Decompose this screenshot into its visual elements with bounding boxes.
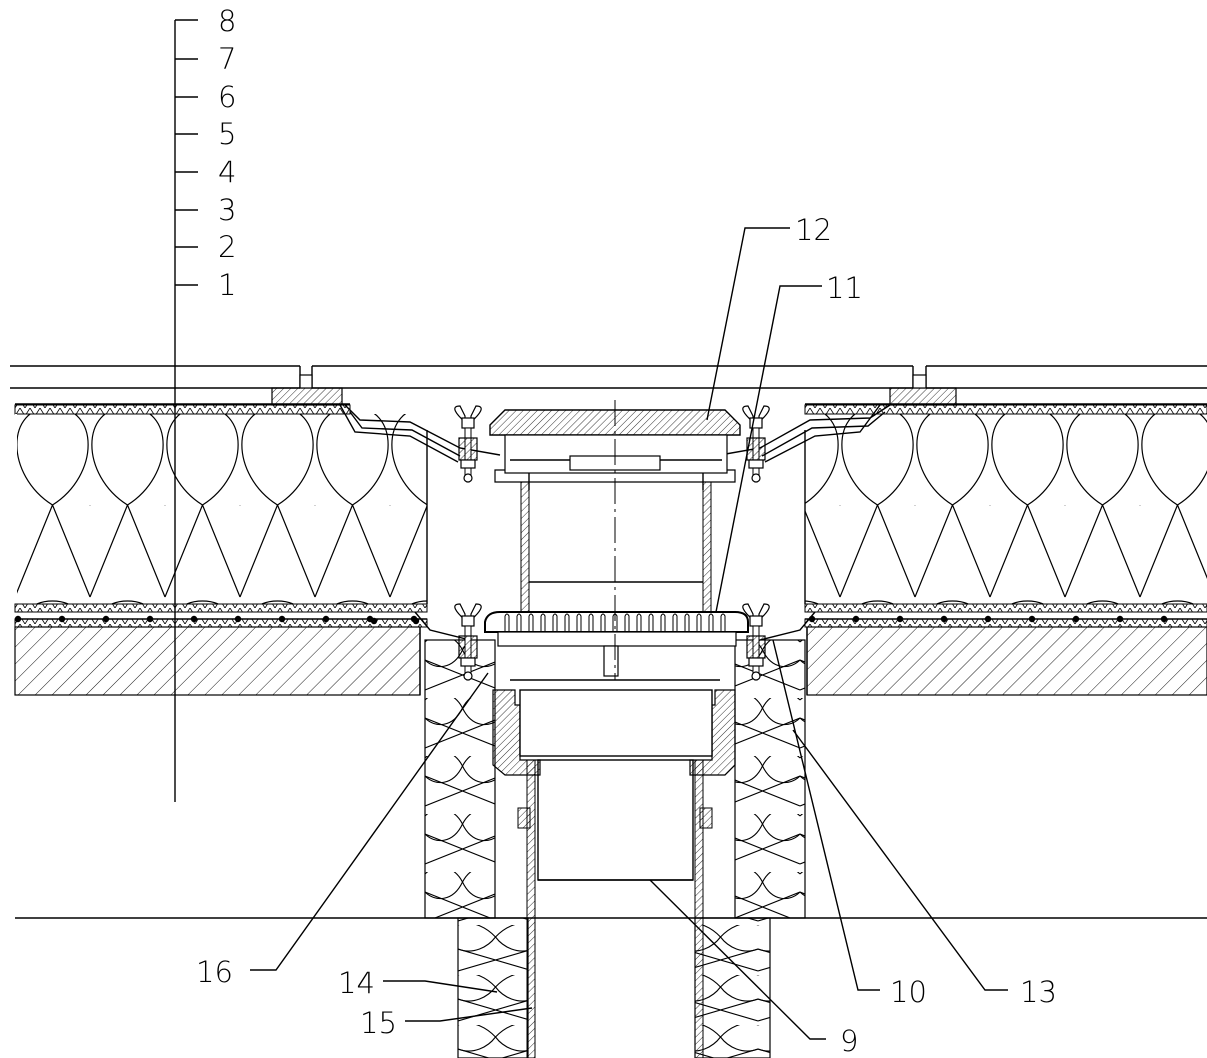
membrane-dot [940,615,948,623]
membrane-dot [58,615,66,623]
grating-rib [672,613,678,646]
membrane-dot [852,615,860,623]
callout-9: 9 [840,1024,858,1058]
callout-10: 10 [890,975,927,1009]
grating-rib [600,613,606,646]
thermal-insulation [15,414,1207,604]
membrane-dot [984,615,992,623]
membrane-dot [1116,615,1124,623]
membrane-dot [412,617,420,625]
callout-12: 12 [795,213,832,247]
pipe-insulation [424,639,806,1058]
membrane-dot [1160,615,1168,623]
membrane-dot [322,615,330,623]
grating-rib [624,613,630,646]
wing-nut-bolt [454,603,482,681]
grating-rib [552,613,558,646]
grating-rib [720,613,726,646]
callout-11: 11 [826,271,863,305]
grating-rib [684,613,690,646]
membrane-dot [102,615,110,623]
wing-nut-bolt [742,603,770,681]
membrane-dot [896,615,904,623]
layer-labels: 8 7 6 5 4 3 2 1 [218,4,236,302]
wing-nut-bolt [742,405,770,483]
grating-rib [516,613,522,646]
membrane-dot [278,615,286,623]
clamp-bolts [454,405,770,681]
membrane-dot [234,615,242,623]
grating-rib [528,613,534,646]
membrane-dot [370,617,378,625]
grating-rib [648,613,654,646]
concrete-slab [14,626,1207,696]
callout-13: 13 [1020,975,1057,1009]
layer-label-5: 5 [218,117,236,151]
callout-16: 16 [196,955,233,989]
callouts: 12 11 16 14 15 9 10 13 [196,213,1057,1058]
grating-rib [588,613,594,646]
drain-pipe [517,759,713,1058]
layer-label-7: 7 [218,42,236,76]
wing-nut-bolt [454,405,482,483]
grating-rib [636,613,642,646]
layer-label-4: 4 [218,155,236,189]
membrane-dot [14,615,22,623]
membrane-dot [1028,615,1036,623]
grating-rib [696,613,702,646]
callout-15: 15 [360,1006,397,1040]
lower-grating [484,611,749,677]
grating-rib [564,613,570,646]
paving-slabs [10,365,1207,406]
layer-label-1: 1 [218,268,236,302]
layer-label-3: 3 [218,193,236,227]
membrane-dot [1072,615,1080,623]
layer-label-8: 8 [218,4,236,38]
membrane-dot [146,615,154,623]
grating-rib [660,613,666,646]
grating-rib [540,613,546,646]
layer-label-2: 2 [218,230,236,264]
grating-rib [504,613,510,646]
layer-label-6: 6 [218,80,236,114]
membrane-dot [190,615,198,623]
lower-drain-body [492,679,736,776]
callout-14: 14 [338,966,375,1000]
grating-rib [576,613,582,646]
grating-rib [708,613,714,646]
